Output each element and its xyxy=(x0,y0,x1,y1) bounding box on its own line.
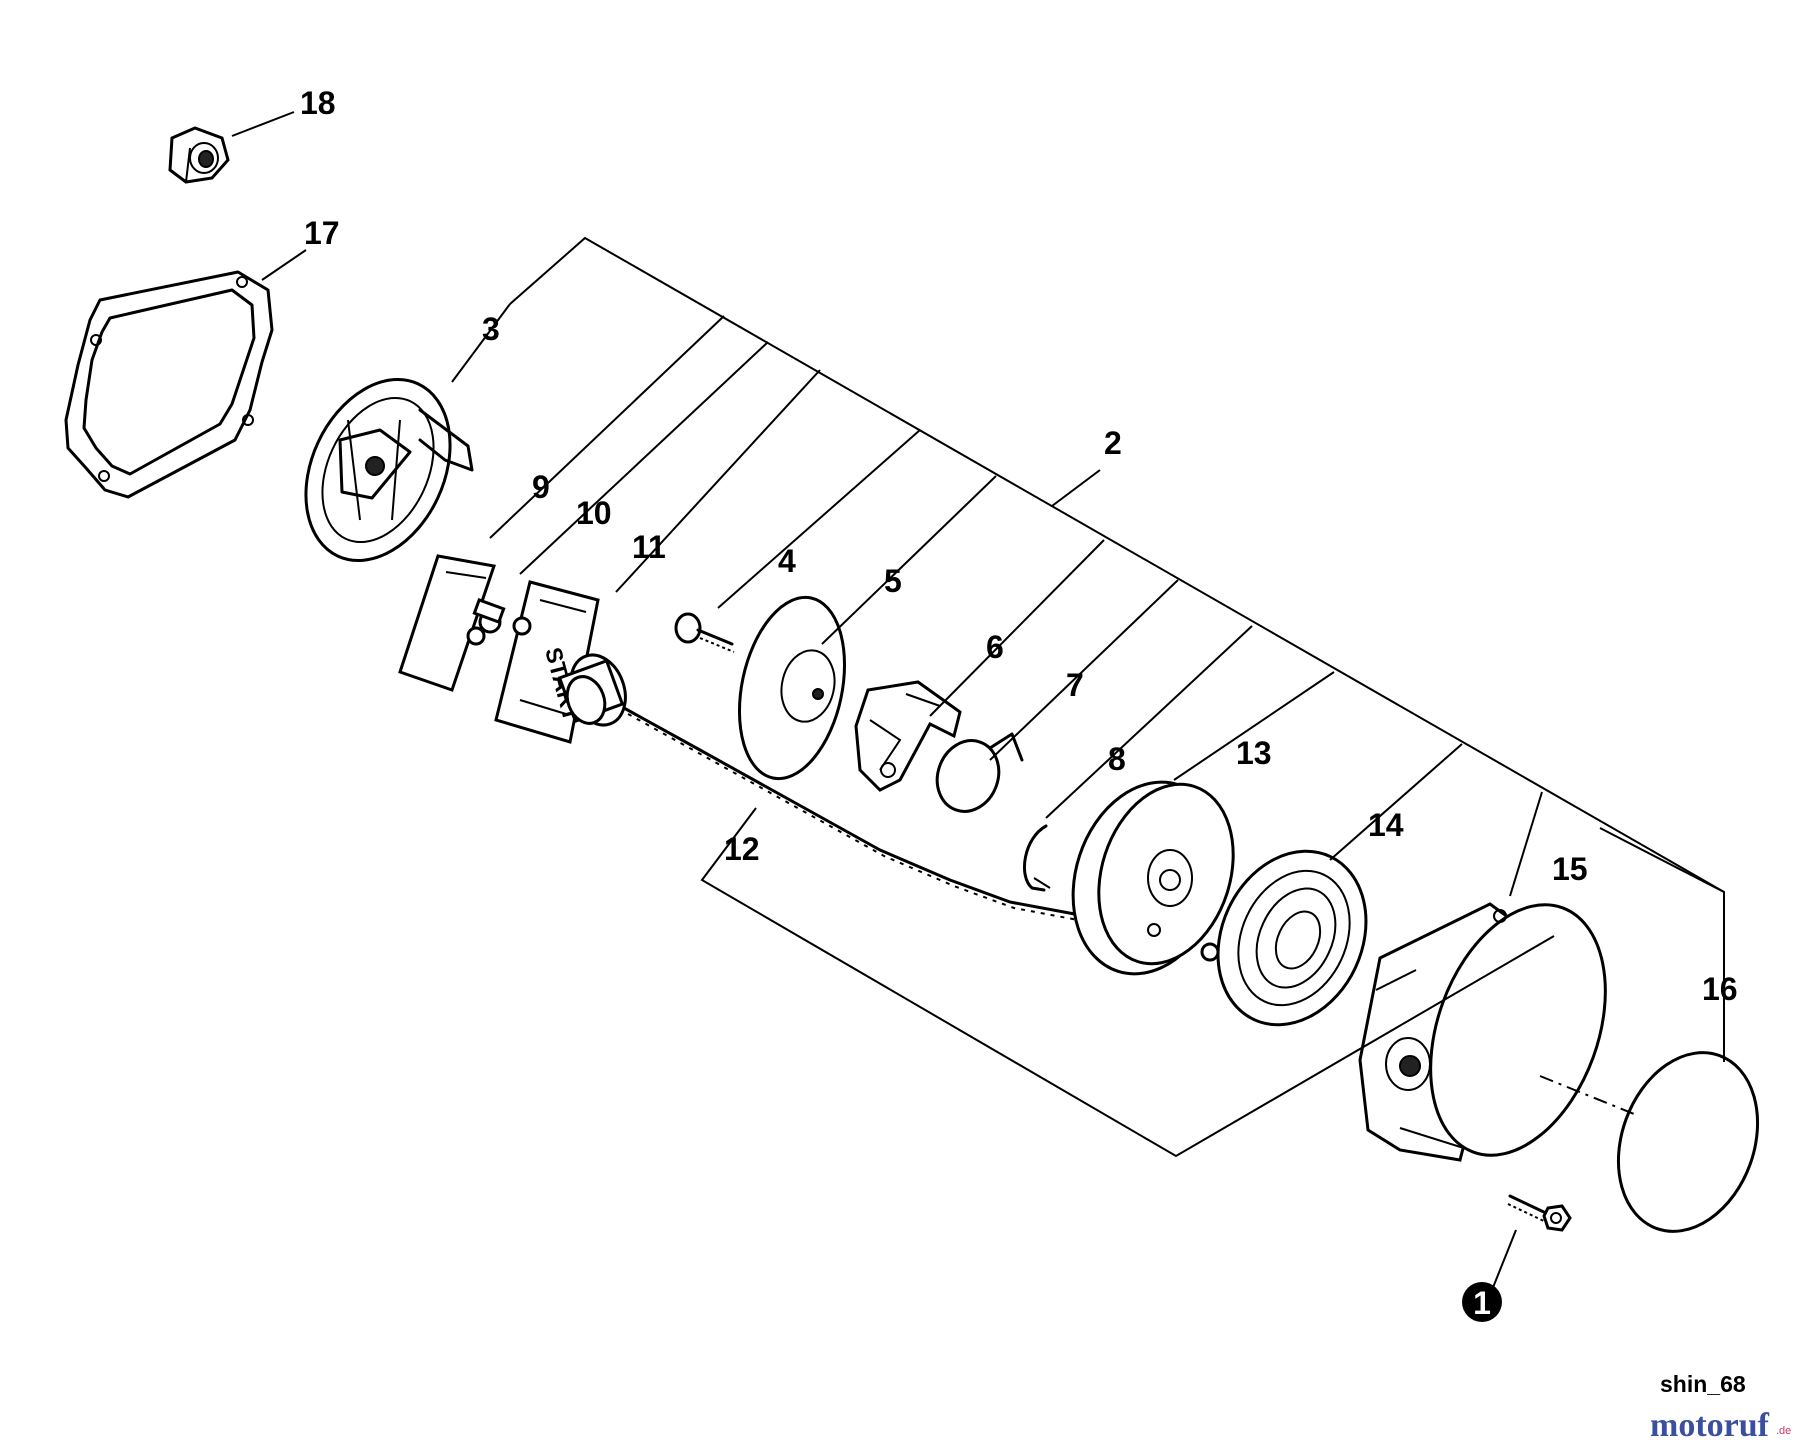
callout-6: 6 xyxy=(986,629,1004,665)
brand-watermark: motoruf .de xyxy=(1650,1407,1791,1444)
part-1-screw xyxy=(1507,1194,1572,1232)
part-4-screw xyxy=(674,612,735,653)
callout-3: 3 xyxy=(482,311,500,347)
callout-9: 9 xyxy=(532,469,550,505)
callout-2: 2 xyxy=(1104,425,1122,461)
part-13-reel xyxy=(1071,780,1235,976)
callout-7: 7 xyxy=(1066,667,1084,703)
part-12-rope xyxy=(557,653,1082,921)
part-16-cover-disc xyxy=(1539,1051,1760,1233)
callout-1: 1 xyxy=(1473,1285,1491,1321)
part-8-circlip xyxy=(1023,824,1051,892)
part-7-spring xyxy=(935,732,1024,813)
callout-5: 5 xyxy=(884,563,902,599)
callout-labels: 18 17 3 2 9 10 11 4 5 6 7 8 13 12 14 15 … xyxy=(300,85,1738,1322)
part-17-gasket xyxy=(64,270,274,499)
part-3-pulley xyxy=(304,377,474,563)
part-18-hex-nut xyxy=(168,126,230,184)
callout-4: 4 xyxy=(778,543,796,579)
brand-suffix: .de xyxy=(1776,1425,1791,1437)
callout-15: 15 xyxy=(1552,851,1588,887)
part-9-pad xyxy=(398,554,496,692)
callout-17: 17 xyxy=(304,215,340,251)
leader-lines xyxy=(231,111,1725,1291)
callout-10: 10 xyxy=(576,495,612,531)
part-14-recoil-spring xyxy=(1200,849,1368,1027)
callout-18: 18 xyxy=(300,85,336,121)
callout-11: 11 xyxy=(632,529,666,565)
callout-16: 16 xyxy=(1702,971,1738,1007)
reference-code: shin_68 xyxy=(1660,1371,1746,1397)
callout-14: 14 xyxy=(1368,807,1404,843)
brand-logo: motoruf xyxy=(1650,1407,1770,1444)
part-5-plate xyxy=(737,595,847,781)
callout-12: 12 xyxy=(724,831,760,867)
callout-1-badge xyxy=(1462,1282,1502,1322)
callout-13: 13 xyxy=(1236,735,1272,771)
part-6-ratchet xyxy=(854,680,962,792)
part-15-starter-case xyxy=(1358,902,1607,1162)
callout-8: 8 xyxy=(1108,741,1126,777)
